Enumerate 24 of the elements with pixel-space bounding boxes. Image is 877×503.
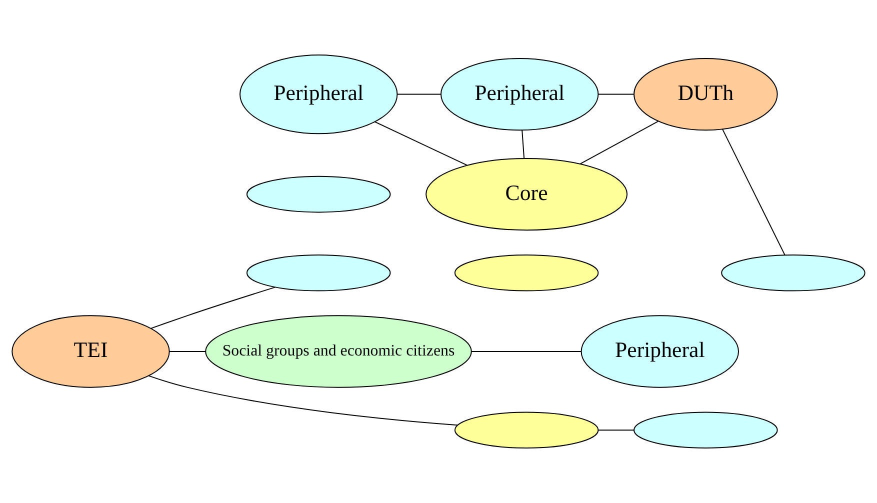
- node-ellipse: [454, 254, 599, 292]
- connector: [148, 375, 458, 426]
- node-ellipse: Core: [426, 158, 628, 231]
- connector: [169, 351, 206, 352]
- node-ellipse: TEI: [12, 315, 170, 388]
- node-ellipse: DUTh: [634, 58, 778, 131]
- node-ellipse: Peripheral: [240, 54, 398, 134]
- connector: [374, 121, 468, 166]
- node-ellipse: Peripheral: [580, 315, 739, 388]
- connector: [150, 286, 276, 329]
- connector: [722, 128, 786, 256]
- connector: [598, 94, 634, 95]
- connector: [580, 120, 659, 164]
- node-ellipse: [634, 412, 778, 449]
- node-ellipse: Social groups and economic citizens: [205, 315, 472, 388]
- node-ellipse: [246, 176, 391, 213]
- node-ellipse: [454, 412, 599, 449]
- connector: [471, 351, 582, 352]
- node-ellipse: Peripheral: [440, 58, 599, 131]
- connector: [397, 94, 442, 95]
- node-ellipse: [246, 254, 391, 292]
- connector: [598, 430, 634, 431]
- connector: [522, 130, 525, 159]
- node-ellipse: [721, 254, 866, 292]
